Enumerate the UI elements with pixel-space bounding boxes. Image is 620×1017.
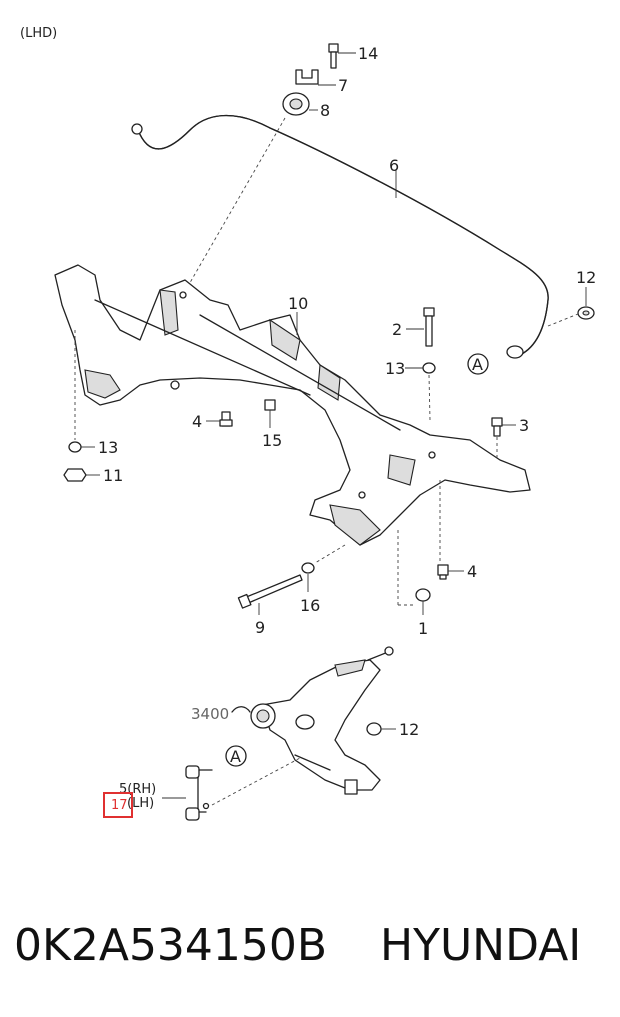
callout-12-lower: 12: [399, 720, 419, 739]
reference-a-lower: A: [230, 747, 241, 766]
callout-2: 2: [392, 320, 402, 339]
callout-14: 14: [358, 44, 378, 63]
callout-13-left: 13: [98, 438, 118, 457]
bolt-3-icon: [491, 417, 503, 437]
lower-control-arm-icon: [250, 646, 394, 795]
washer-12-lower-icon: [366, 722, 382, 736]
part-number: 0K2A534150B: [14, 920, 327, 971]
callout-16: 16: [300, 596, 320, 615]
reference-a-upper: A: [472, 355, 483, 374]
nut-13-right-icon: [422, 362, 436, 374]
callout-4-right: 4: [467, 562, 477, 581]
nut-11-icon: [63, 468, 87, 482]
callout-12-top: 12: [576, 268, 596, 287]
callout-6: 6: [389, 156, 399, 175]
callout-3400: 3400: [191, 705, 229, 723]
nut-13-left-icon: [68, 441, 82, 453]
bolt-2-icon: [423, 307, 435, 347]
callout-17: 17: [111, 798, 128, 813]
callout-7: 7: [338, 76, 348, 95]
brand-name: HYUNDAI: [380, 920, 581, 971]
highlight-box: [103, 792, 133, 818]
callout-4-left: 4: [192, 412, 202, 431]
crossmember-icon: [54, 264, 531, 546]
bracket-7-icon: [295, 69, 319, 85]
reference-a-upper-icon: [467, 353, 489, 375]
bolt-14-icon: [328, 43, 339, 69]
stabilizer-link-icon: [185, 765, 213, 821]
bolt-9-icon: [237, 574, 303, 609]
bushing-8-icon: [282, 92, 310, 116]
callout-11: 11: [103, 466, 123, 485]
reference-a-lower-icon: [225, 745, 247, 767]
clip-3400-icon: [231, 706, 251, 713]
callout-8: 8: [320, 101, 330, 120]
callout-15: 15: [262, 431, 282, 450]
variant-label: (LHD): [20, 26, 57, 41]
washer-16-icon: [301, 562, 315, 574]
bolt-4-left-icon: [219, 411, 233, 427]
callout-17-suffix: (LH): [127, 796, 154, 811]
washer-1-icon: [415, 588, 431, 602]
callout-1: 1: [418, 619, 428, 638]
nut-15-icon: [264, 399, 276, 411]
callout-5-rh: 5(RH): [119, 782, 156, 797]
stabilizer-bar-icon: [131, 114, 549, 359]
nut-12-icon: [577, 306, 595, 320]
callout-9: 9: [255, 618, 265, 637]
callout-3: 3: [519, 416, 529, 435]
callout-10: 10: [288, 294, 308, 313]
bolt-4-right-icon: [437, 564, 449, 580]
callout-13-right: 13: [385, 359, 405, 378]
